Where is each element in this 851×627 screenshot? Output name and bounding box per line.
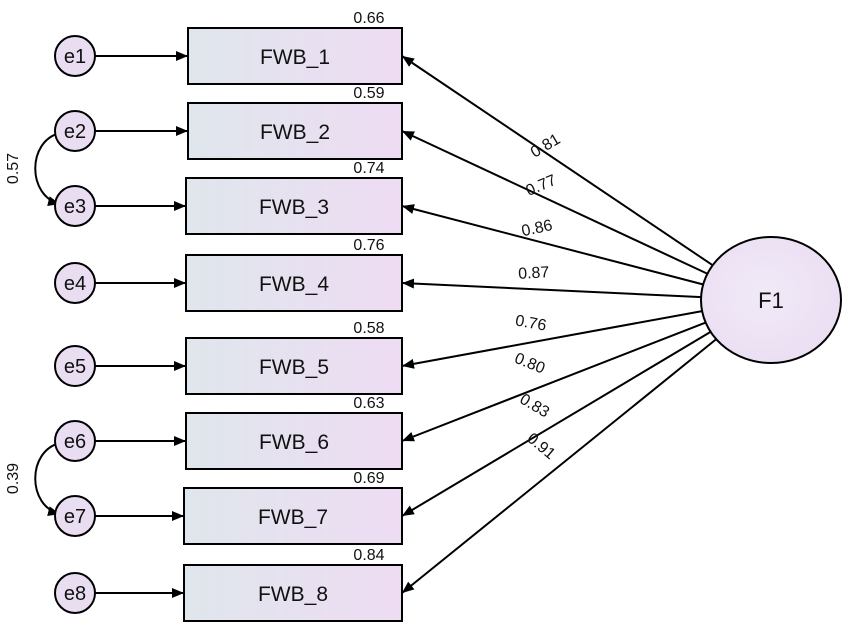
r-squared-1: 0.66: [353, 10, 384, 27]
error-label-7: e7: [64, 506, 86, 528]
indicator-label-8: FWB_8: [258, 583, 328, 606]
covariance-curve-2: [34, 435, 73, 517]
indicator-box-8: [183, 564, 403, 622]
r-squared-4: 0.76: [353, 237, 384, 254]
covariance-value-1: 0.57: [5, 153, 22, 184]
r-squared-5: 0.58: [353, 320, 384, 337]
covariance-value-2: 0.39: [5, 463, 22, 494]
error-term-1: [54, 35, 96, 77]
error-label-2: e2: [64, 121, 86, 143]
indicator-box-2: [187, 102, 403, 160]
r-squared-3: 0.74: [353, 160, 384, 177]
indicator-label-2: FWB_2: [260, 121, 330, 144]
error-term-3: [54, 185, 96, 227]
r-squared-8: 0.84: [353, 547, 384, 564]
r-squared-7: 0.69: [353, 470, 384, 487]
loading-value-4: 0.87: [518, 264, 550, 283]
latent-factor-ellipse: [700, 236, 842, 364]
indicator-label-4: FWB_4: [259, 273, 329, 296]
indicator-box-4: [185, 254, 403, 312]
error-label-4: e4: [64, 273, 86, 295]
error-label-8: e8: [64, 583, 86, 605]
error-term-5: [54, 345, 96, 387]
covariance-curve-1: [34, 125, 73, 207]
indicator-label-7: FWB_7: [258, 506, 328, 529]
indicator-box-5: [185, 337, 403, 395]
error-label-3: e3: [64, 196, 86, 218]
loading-value-1: 0.81: [528, 131, 564, 162]
loading-value-7: 0.83: [517, 391, 553, 422]
indicator-box-7: [183, 487, 403, 545]
loading-value-5: 0.76: [514, 312, 548, 334]
error-term-7: [54, 495, 96, 537]
error-label-1: e1: [64, 46, 86, 68]
loading-value-8: 0.91: [524, 430, 559, 463]
error-term-4: [54, 262, 96, 304]
loading-value-6: 0.80: [512, 350, 547, 377]
indicator-label-1: FWB_1: [260, 46, 330, 69]
loading-value-3: 0.86: [520, 217, 554, 240]
error-label-5: e5: [64, 356, 86, 378]
latent-factor-label: F1: [758, 288, 784, 313]
indicator-label-3: FWB_3: [259, 196, 329, 219]
indicator-box-3: [185, 177, 403, 235]
indicator-label-6: FWB_6: [259, 431, 329, 454]
r-squared-6: 0.63: [353, 395, 384, 412]
loading-path-1: [401, 55, 714, 267]
error-term-8: [54, 572, 96, 614]
error-term-2: [54, 110, 96, 152]
indicator-label-5: FWB_5: [259, 356, 329, 379]
r-squared-2: 0.59: [353, 85, 384, 102]
loading-path-4: [401, 278, 702, 299]
loading-path-3: [401, 204, 705, 286]
loading-path-8: [401, 338, 718, 594]
loading-path-2: [401, 130, 709, 275]
loading-path-7: [401, 330, 712, 517]
indicator-box-6: [185, 412, 403, 470]
loading-path-5: [401, 309, 703, 369]
loading-path-6: [401, 321, 707, 442]
error-label-6: e6: [64, 431, 86, 453]
error-term-6: [54, 420, 96, 462]
indicator-box-1: [187, 27, 403, 85]
